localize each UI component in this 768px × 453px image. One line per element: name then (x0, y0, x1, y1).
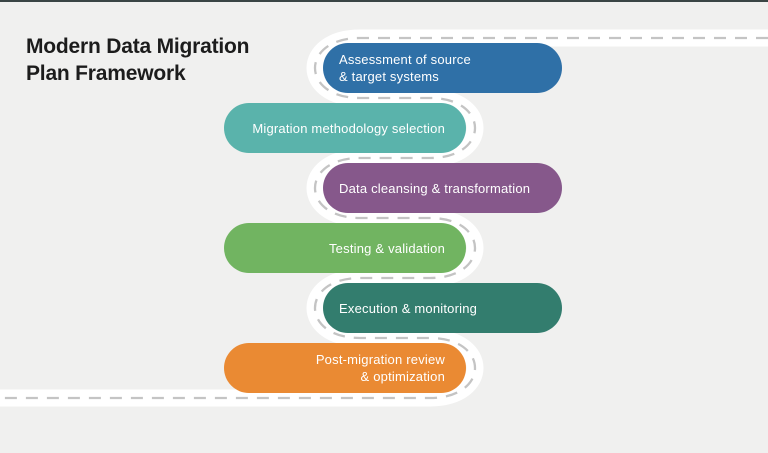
step-pill-data-cleansing: Data cleansing & transformation (323, 163, 562, 213)
step-label-execution-monitoring: Execution & monitoring (339, 300, 478, 316)
step-label-testing-validation: Testing & validation (328, 240, 445, 256)
page-title: Modern Data Migration Plan Framework (26, 35, 250, 85)
road-center-dashed-line (0, 36, 768, 400)
step-pill-assessment: Assessment of source & target systems (323, 43, 562, 93)
step-label-post-migration-review: Post-migration review & optimization (315, 352, 445, 384)
step-pill-post-migration-review: Post-migration review & optimization (224, 343, 466, 393)
step-label-assessment: Assessment of source & target systems (339, 52, 471, 84)
step-label-data-cleansing: Data cleansing & transformation (339, 180, 531, 196)
top-edge-bar (0, 0, 768, 2)
step-label-methodology-selection: Migration methodology selection (252, 120, 445, 136)
step-pill-execution-monitoring: Execution & monitoring (323, 283, 562, 333)
step-pill-methodology-selection: Migration methodology selection (224, 103, 466, 153)
step-pill-testing-validation: Testing & validation (224, 223, 466, 273)
